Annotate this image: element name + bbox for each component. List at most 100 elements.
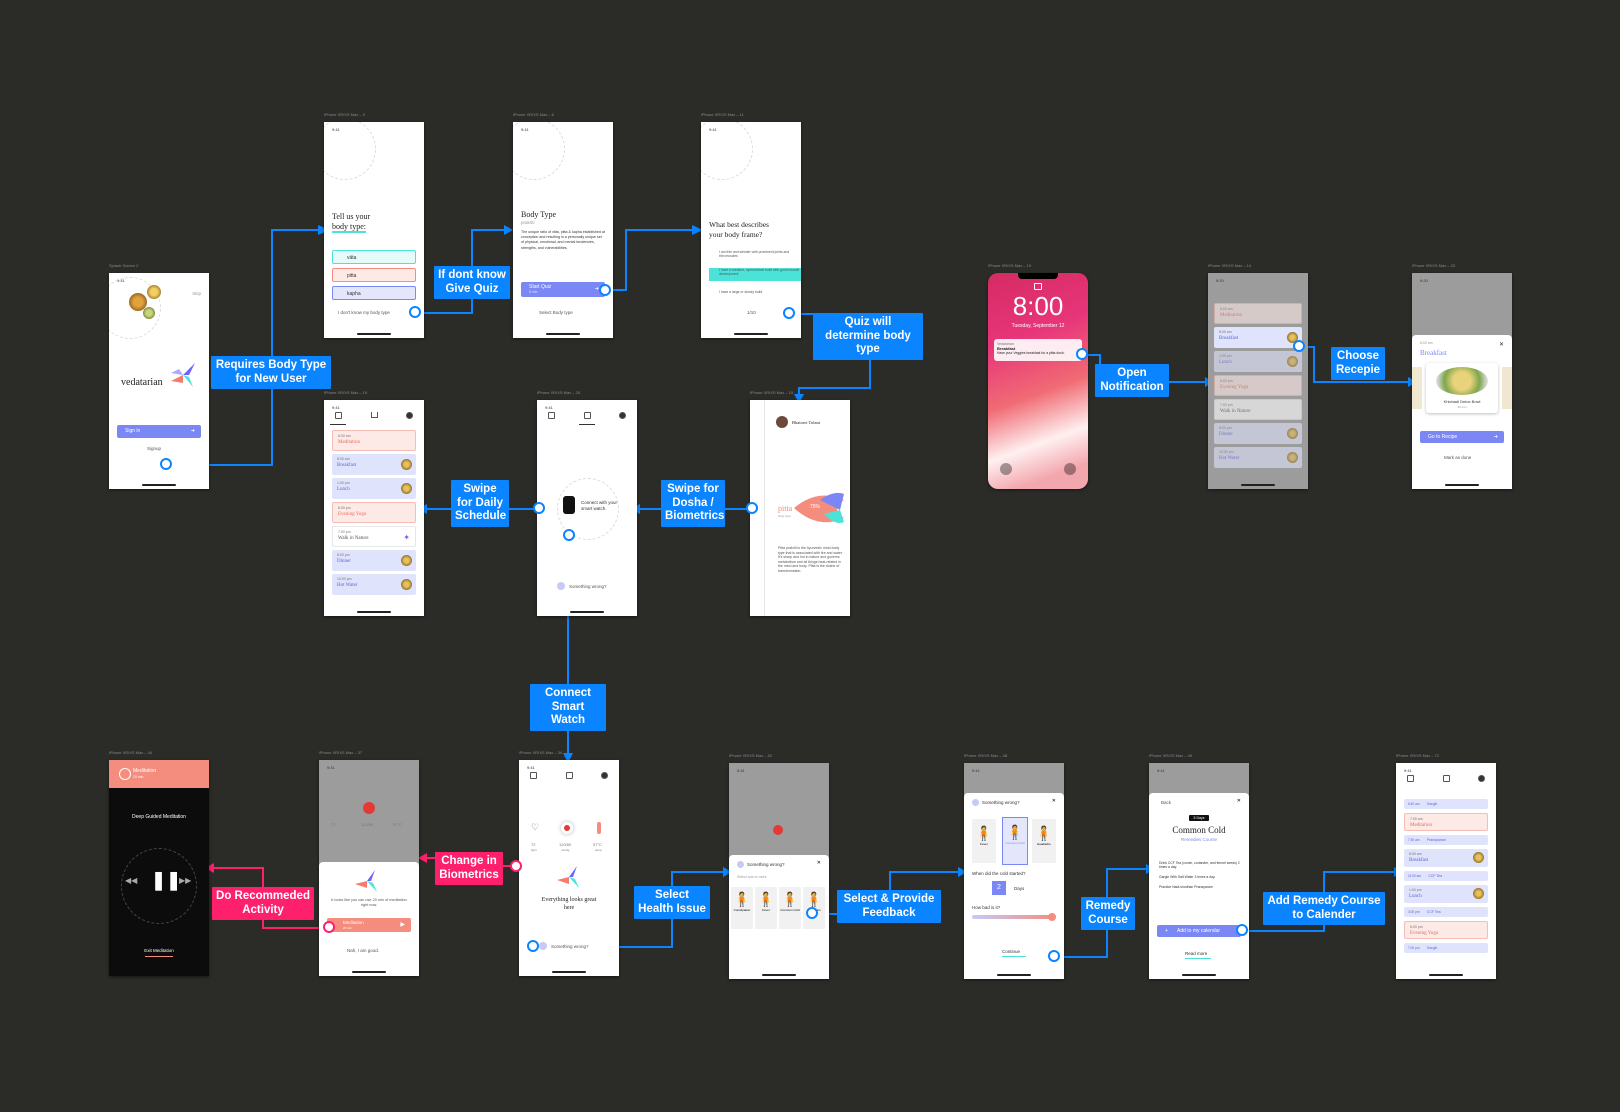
camera-icon[interactable] [1064,463,1076,475]
calendar-item-ccf-tea[interactable]: 11:00 am CCF Tea [1404,871,1488,881]
skip-link[interactable]: Skip [192,291,201,296]
issue-common-cold-selected[interactable]: 🧍Common Cold [1002,817,1028,865]
label-connect-watch: Connect Smart Watch [530,684,606,731]
days-stepper[interactable]: 2 [992,881,1006,895]
decline-link[interactable]: Nah, I am good. [347,948,380,953]
go-to-recipe-button[interactable]: Go to Recipe ➜ [1420,431,1504,443]
home-tab-icon[interactable] [566,772,573,779]
issue-card-common-cold[interactable]: 🧍Common Cold [779,887,801,929]
slider-thumb[interactable] [1048,913,1056,921]
sad-face-icon [539,942,547,950]
profile-tab-icon[interactable] [1478,775,1485,782]
close-icon[interactable]: ✕ [1051,798,1056,804]
quiz-option-1[interactable]: I am thin and slender with prominent joi… [719,250,790,258]
calendar-item-gargle-2[interactable]: 7:00 pm Gargle [1404,943,1488,953]
option-kapha[interactable]: kapha [332,286,416,300]
mark-done-link[interactable]: Mark as done [1444,455,1472,460]
page-subtitle: prakriti [521,220,535,225]
add-to-calendar-label: Add to my calendar [1177,928,1221,934]
remedy-item-2: Gargle With Salt Water 3 times a day. [1159,875,1216,879]
mandala-decoration [701,122,753,180]
something-wrong-link[interactable]: Something wrong? [569,584,607,589]
person-icon: 🧍 [781,891,799,907]
flashlight-icon[interactable] [1000,463,1012,475]
profile-tab-icon[interactable] [601,772,608,779]
signup-link[interactable]: Signup [147,446,162,451]
label-change-biometrics: Change in Biometrics [435,852,503,885]
notification-title: Breakfast [997,346,1016,351]
profile-tab-icon[interactable] [406,412,413,419]
calendar-tab-icon[interactable] [548,412,555,419]
calendar-item-pranayaram[interactable]: 7:30 am Pranayaram [1404,835,1488,845]
dont-know-link[interactable]: I don't know my body type [338,310,390,315]
quiz-option-2[interactable]: I have a medium, symmetrical build with … [709,268,801,281]
close-icon[interactable]: ✕ [1236,798,1241,804]
avatar[interactable] [776,416,788,428]
sad-face-icon [737,861,744,868]
quiz-screen: iPhone XR/XS Max – 11 9:41 What best des… [701,112,801,338]
select-body-type-link[interactable]: Select Body type [539,310,573,315]
calendar-tab-icon[interactable] [1407,775,1414,782]
calendar-item-ccf-tea-2[interactable]: 3:00 pm CCF Tea [1404,907,1488,917]
home-tab-icon[interactable] [584,412,591,419]
home-tab-icon[interactable] [371,412,378,418]
something-wrong-link[interactable]: Something wrong? [551,944,589,949]
dish-card[interactable]: Khichadi Detox Bowl 20 min [1426,363,1498,413]
option-pitta[interactable]: pitta [332,268,416,282]
signin-button[interactable]: Sign in ➜ [117,425,201,438]
temperature: 37°C [393,822,402,827]
start-quiz-button[interactable]: Start Quiz 5 min ➜ [521,282,605,297]
severity-slider[interactable] [972,915,1056,919]
prev-dish-card[interactable] [1412,367,1422,409]
add-to-calendar-button[interactable]: + Add to my calendar [1157,925,1241,937]
issue-card-fever[interactable]: 🧍Fever [755,887,777,929]
next-dish-card[interactable] [1502,367,1512,409]
meditation-suggestion-button[interactable]: Meditation 20 min ▶ [327,918,411,932]
option-vata[interactable]: vāta [332,250,416,264]
profile-tab-icon[interactable] [619,412,626,419]
lock-icon [1034,283,1042,290]
rewind-icon[interactable]: ◀◀ [125,876,138,885]
calendar-item-gargle[interactable]: 6:40 am Gargle [1404,799,1488,809]
start-quiz-label: Start Quiz [529,284,552,290]
issue-card-constipation[interactable]: 🧍Constipation [731,887,753,929]
pause-icon[interactable]: ❚❚ [151,870,182,890]
forward-icon[interactable]: ▶▶ [179,876,192,885]
calendar-tab-icon[interactable] [530,772,537,779]
close-icon[interactable]: ✕ [1498,342,1504,348]
exit-meditation-button[interactable]: Exit Meditation [144,948,174,953]
back-link[interactable]: Back [1161,800,1172,805]
body-type-choose-screen: iPhone XR/XS Max – 3 9:41 Tell us your b… [324,112,424,338]
close-icon[interactable]: ✕ [816,860,821,866]
notification-card[interactable]: Vedatarian Breakfast Have your Veggies b… [994,339,1082,361]
quiz-option-3[interactable]: I have a large or stocky build [719,290,763,294]
read-more-link[interactable]: Read more [1185,951,1208,956]
biometric-sheet-screen: iPhone XR/XS Max – 37 9:41 72 120/80 37°… [319,750,419,976]
issue-headache[interactable]: 🧍Headache [1032,819,1056,863]
issue-fever[interactable]: 🧍Fever [972,819,996,863]
calendar-tab-icon[interactable] [335,412,342,419]
home-tab-icon[interactable] [1443,775,1450,782]
label-choose-recipe: Choose Recepie [1331,347,1385,380]
continue-button[interactable]: Continue [1002,949,1021,954]
issue-label: Common Cold [780,908,800,912]
item-time: 7:00 pm [1408,946,1420,950]
